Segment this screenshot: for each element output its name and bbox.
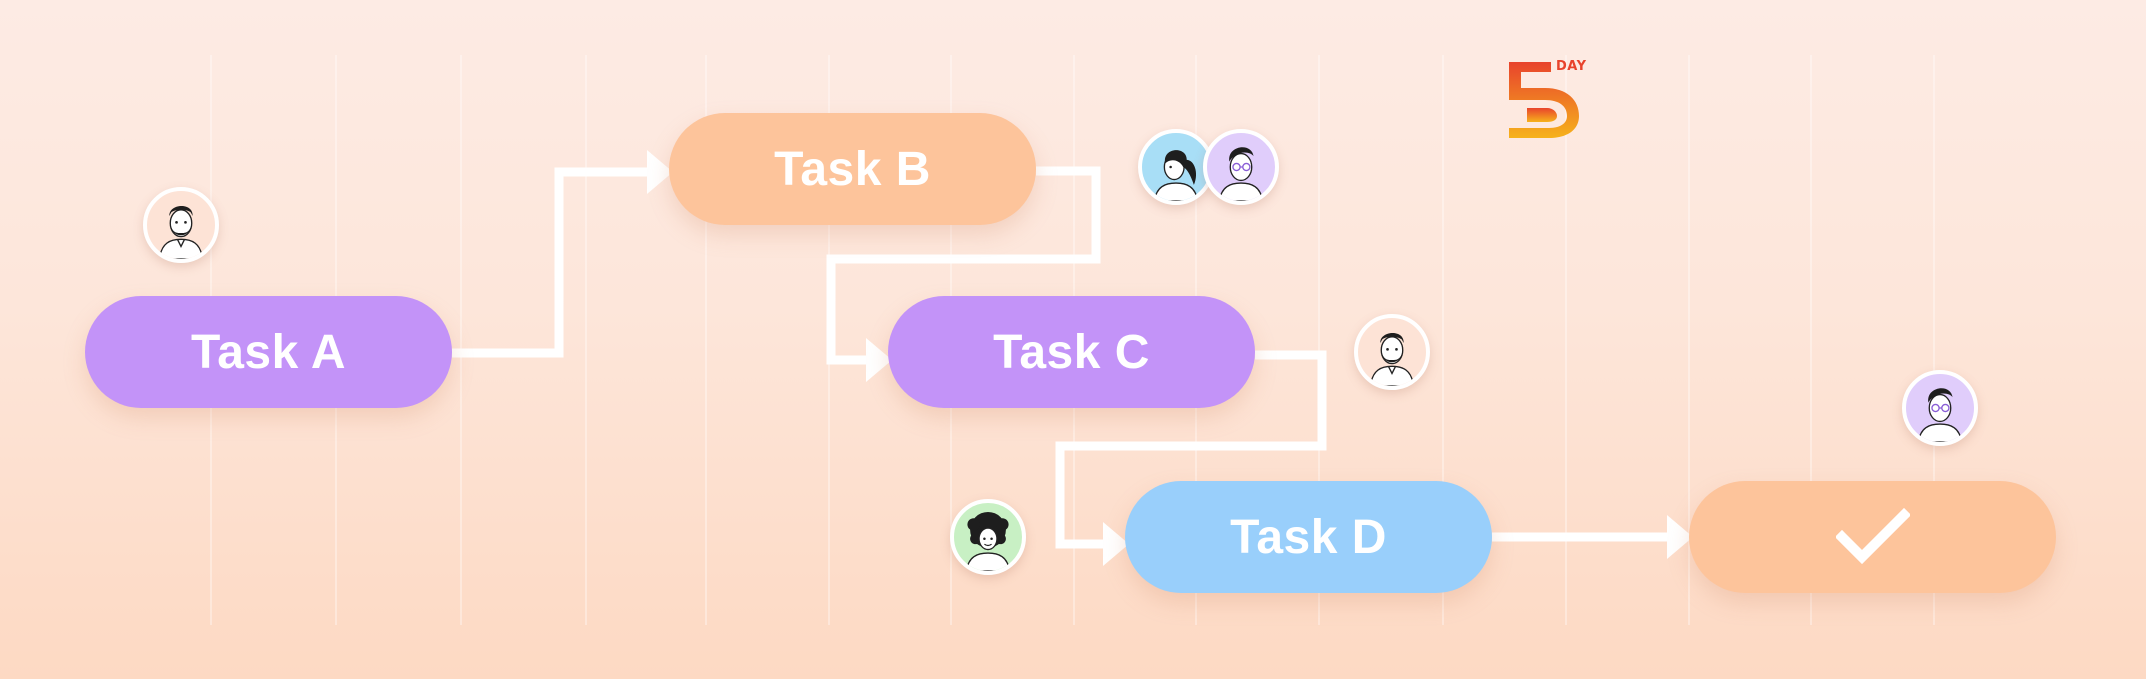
arrowhead-to-done xyxy=(1667,515,1693,559)
task-b-node[interactable]: Task B xyxy=(669,113,1036,225)
task-a-node[interactable]: Task A xyxy=(85,296,452,408)
curly-hair-avatar-icon xyxy=(965,511,1011,571)
arrowhead-to-b xyxy=(647,150,673,194)
bearded-man-avatar-icon xyxy=(158,205,204,259)
assignee-avatar-task-a[interactable] xyxy=(143,187,219,263)
assignee-avatar-task-d[interactable] xyxy=(950,499,1026,575)
assignee-avatar-task-b-2[interactable] xyxy=(1203,129,1279,205)
bearded-man-avatar-icon xyxy=(1369,332,1415,386)
man-glasses-avatar-icon xyxy=(1218,147,1264,201)
task-d-node[interactable]: Task D xyxy=(1125,481,1492,593)
task-c-node[interactable]: Task C xyxy=(888,296,1255,408)
task-d-label: Task D xyxy=(1230,510,1387,564)
logo-text: DAY xyxy=(1556,59,1587,74)
checkmark-icon xyxy=(1835,507,1910,565)
task-a-label: Task A xyxy=(190,325,347,379)
connector-c-to-d xyxy=(1055,350,1327,549)
woman-ponytail-avatar-icon xyxy=(1153,150,1199,201)
task-b-label: Task B xyxy=(774,142,931,196)
task-c-label: Task C xyxy=(993,325,1150,379)
5day-logo xyxy=(1509,62,1579,138)
connector-b-to-c xyxy=(826,166,1101,365)
assignee-avatar-task-done[interactable] xyxy=(1902,370,1978,446)
task-done-node[interactable] xyxy=(1689,481,2056,593)
arrowhead-to-c xyxy=(866,338,892,382)
connector-a-to-b xyxy=(452,167,647,358)
assignee-avatar-task-c[interactable] xyxy=(1354,314,1430,390)
arrowhead-to-d xyxy=(1103,522,1129,566)
man-glasses-avatar-icon xyxy=(1917,388,1963,442)
